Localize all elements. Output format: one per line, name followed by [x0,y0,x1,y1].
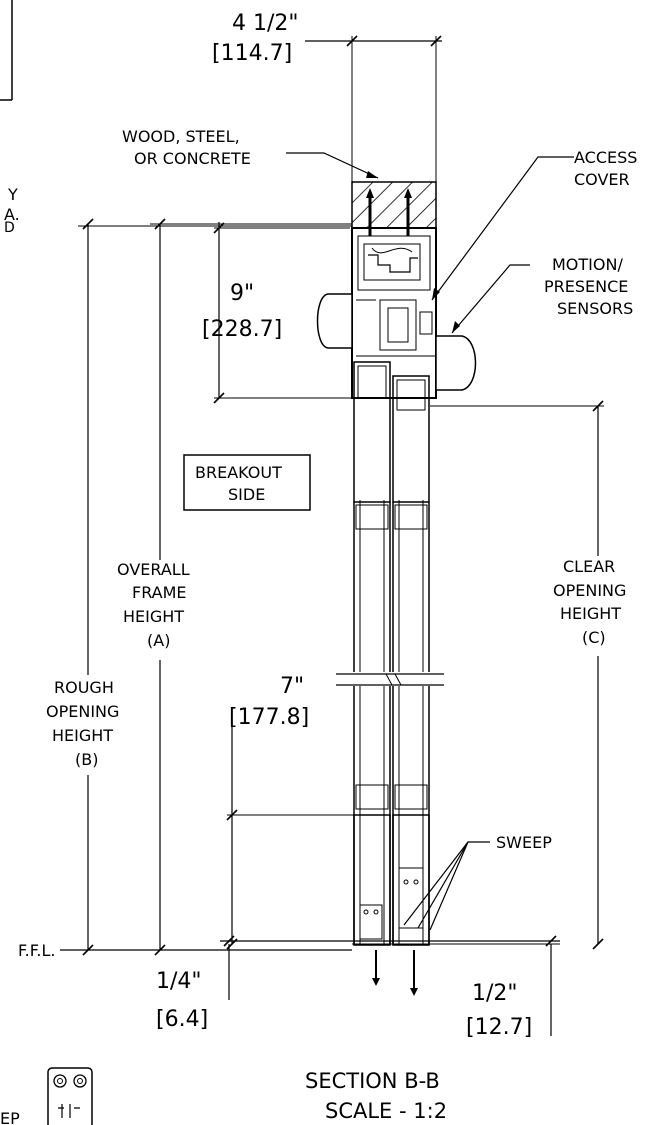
half-gap-label: 1/2" [472,981,518,1006]
finish-floor-line [60,935,560,951]
cropped-box-top-left [0,0,13,101]
clear-label-3: HEIGHT [560,604,621,623]
quarter-gap-label: 1/4" [156,969,202,994]
motion-label-2: PRESENCE [544,277,628,296]
quarter-gap-mm-label: [6.4] [156,1007,208,1032]
bottom-left-fragment: EP [0,1109,20,1125]
left-fragment-2: A. [4,205,20,224]
substrate-block [351,181,437,229]
overall-label-1: OVERALL [117,560,190,579]
bottom-rail-dimension [226,720,354,950]
substrate-label-1: WOOD, STEEL, [122,127,240,146]
sweep-label: SWEEP [496,833,552,852]
access-cover-label-2: COVER [574,170,630,189]
breakout-label-2: SIDE [228,485,265,504]
overall-label-4: (A) [147,631,170,650]
breakout-label-1: BREAKOUT [195,463,282,482]
top-width-mm-label: [114.7] [212,41,292,66]
door-leaf-right [392,375,430,946]
top-width-label: 4 1/2" [232,11,299,36]
ffl-label: F.F.L. [18,941,55,960]
rough-label-1: ROUGH [54,678,114,697]
header-housing [351,227,437,399]
bottom-rail-label: 7" [280,674,304,699]
rough-label-4: (B) [75,750,98,769]
motion-label-3: SENSORS [557,299,633,318]
overall-label-2: FRAME [132,583,187,602]
bottom-rail-mm-label: [177.8] [229,705,309,730]
clear-label-4: (C) [582,628,606,647]
header-height-label: 9" [230,281,254,306]
substrate-leader [286,152,379,179]
door-leaf-left [353,361,391,946]
bottom-detail-fragment [47,1067,93,1125]
breakout-side-box [183,454,311,511]
break-lines [336,672,444,686]
sweep-leaders [403,841,490,931]
anchor-bolts-bottom [372,950,418,996]
left-fragment-1: Y [7,185,18,204]
overall-label-3: HEIGHT [123,607,184,626]
header-height-label-bg [220,276,270,306]
rough-label-2: OPENING [46,702,119,721]
clear-label-2: OPENING [553,581,626,600]
sensor-left [316,293,353,349]
anchor-bolts-top [366,188,412,236]
substrate-label-2: OR CONCRETE [134,149,251,168]
motion-sensor-leader [451,264,530,334]
section-title: SECTION B-B [305,1069,440,1093]
motion-label-1: MOTION/ [552,255,623,274]
top-width-dimension [305,35,442,182]
sensor-right [435,335,477,391]
overall-frame-height-dimension [150,218,352,956]
left-fragment-3: D [4,220,15,236]
rough-label-3: HEIGHT [52,726,113,745]
half-gap-mm-label: [12.7] [466,1015,532,1040]
header-height-mm-label: [228.7] [202,317,282,342]
section-scale: SCALE - 1:2 [325,1099,447,1123]
clear-label-1: CLEAR [563,557,615,576]
clear-opening-height-dimension [430,400,604,950]
access-cover-label-1: ACCESS [574,148,637,167]
